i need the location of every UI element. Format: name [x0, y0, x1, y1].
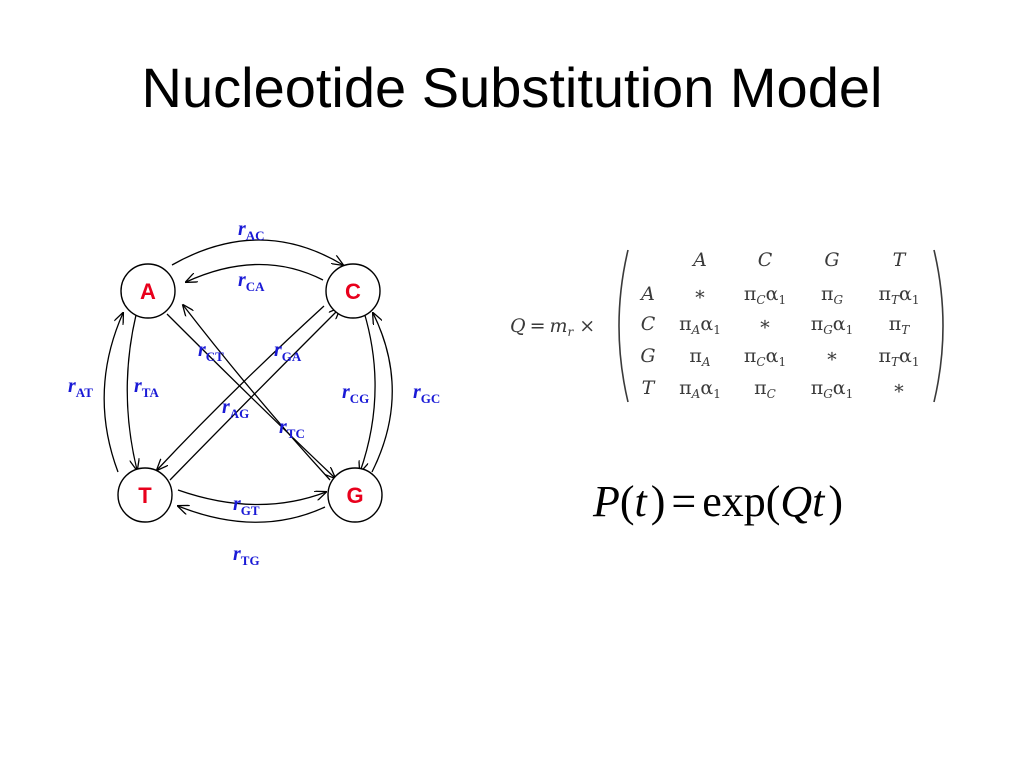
matrix-cell-gt: πTα1: [879, 345, 920, 369]
matrix-cell-cc: ∗: [759, 313, 772, 335]
matrix-cell-gg: ∗: [826, 345, 839, 367]
matrix-col-header-t: T: [893, 249, 907, 271]
slide-title: Nucleotide Substitution Model: [141, 56, 883, 119]
arrow-t-to-g: [177, 489, 326, 506]
matrix-left-paren: [618, 249, 629, 403]
arrow-c-to-g: [360, 311, 376, 472]
matrix-cell-ta: πAα1: [679, 377, 721, 401]
node-t-label: T: [138, 483, 152, 508]
matrix-col-header-c: C: [758, 249, 773, 271]
matrix-cell-ca: πAα1: [679, 313, 721, 337]
matrix-cell-aa: ∗: [694, 283, 707, 305]
matrix-col-header-a: A: [691, 249, 707, 271]
rate-label-gt: rGT: [233, 493, 260, 518]
matrix-cell-cg: πGα1: [811, 313, 854, 337]
matrix-cell-ga: πA: [689, 345, 711, 369]
matrix-right-paren: [933, 249, 944, 403]
arrow-c-to-t: [157, 305, 325, 470]
node-g: G: [327, 467, 383, 523]
arrow-g-to-t: [178, 506, 326, 523]
node-c: C: [325, 263, 381, 319]
rate-label-ag: rAG: [222, 396, 249, 421]
matrix-lhs: Q=mr×: [510, 315, 595, 339]
node-a: A: [120, 263, 176, 319]
probability-equation: P(t)=exp(Qt): [592, 477, 843, 526]
matrix-row-header-g: G: [640, 345, 655, 367]
arrow-a-to-g: [166, 313, 335, 478]
arrow-c-to-a: [186, 263, 324, 282]
matrix-cell-tc: πC: [754, 377, 776, 401]
rate-label-cg: rCG: [342, 381, 369, 406]
arrow-a-to-c: [171, 239, 343, 265]
rate-label-ga: rGA: [274, 339, 302, 364]
arrow-t-to-c: [169, 308, 340, 481]
node-c-label: C: [345, 279, 361, 304]
rate-label-tg: rTG: [233, 543, 260, 568]
rate-label-ca: rCA: [238, 269, 265, 294]
rate-label-ac: rAC: [238, 218, 265, 243]
node-t: T: [117, 467, 173, 523]
matrix-cell-ag: πG: [821, 283, 844, 307]
rate-label-ct: rCT: [198, 339, 224, 364]
rate-label-gc: rGC: [413, 381, 440, 406]
rate-matrix: Q=mr× A C G T A C G T ∗ πCα1 πG πTα1 πAα…: [510, 249, 944, 403]
matrix-cell-tt: ∗: [893, 377, 906, 399]
matrix-row-header-t: T: [642, 377, 656, 399]
rate-label-at: rAT: [68, 375, 93, 400]
rate-label-ta: rTA: [134, 375, 160, 400]
matrix-cell-ct: πT: [889, 313, 911, 337]
arrow-g-to-c: [371, 313, 393, 473]
matrix-col-header-g: G: [824, 249, 839, 271]
arrow-t-to-a: [103, 313, 123, 473]
node-g-label: G: [346, 483, 363, 508]
arrow-a-to-t: [126, 314, 137, 470]
arrow-g-to-a: [183, 305, 331, 481]
rate-label-tc: rTC: [279, 416, 305, 441]
matrix-cell-ac: πCα1: [744, 283, 786, 307]
matrix-row-header-c: C: [641, 313, 656, 335]
matrix-cell-tg: πGα1: [811, 377, 854, 401]
matrix-row-header-a: A: [639, 283, 655, 305]
node-a-label: A: [140, 279, 156, 304]
matrix-cell-at: πTα1: [879, 283, 920, 307]
matrix-cell-gc: πCα1: [744, 345, 786, 369]
